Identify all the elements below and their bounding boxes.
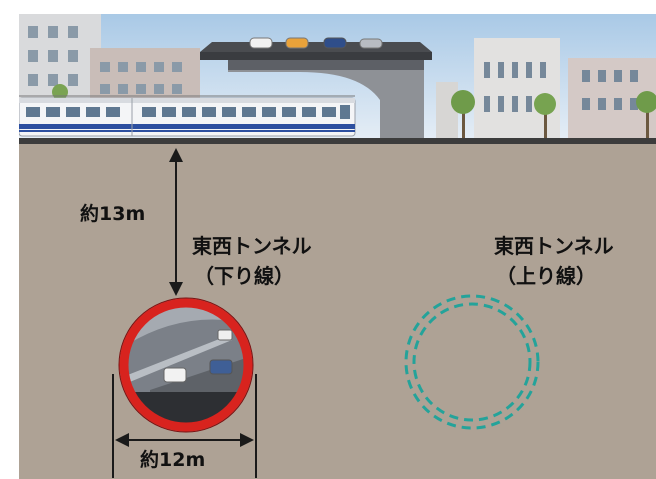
- buildings-left: [19, 14, 200, 114]
- car-icon: [249, 37, 383, 49]
- width-dimension: [112, 374, 257, 478]
- tree-icon: [52, 84, 656, 142]
- train-icon: [19, 95, 356, 137]
- down-tunnel-subtitle: （下り線）: [194, 264, 294, 288]
- up-tunnel-subtitle: （上り線）: [496, 264, 596, 288]
- tunnel-down-line: [118, 297, 254, 433]
- buildings-right: [436, 38, 656, 142]
- depth-label: 約13m: [80, 203, 146, 225]
- car-icon: [163, 329, 233, 383]
- tunnel-up-line-outline: [404, 294, 540, 430]
- ground-surface-line: [19, 138, 656, 144]
- double-arrow-icon: [169, 148, 183, 296]
- up-tunnel-title: 東西トンネル: [494, 234, 614, 258]
- down-tunnel-title: 東西トンネル: [192, 234, 312, 258]
- width-label: 約12m: [140, 449, 206, 471]
- tunnel-up-line-inner-outline: [412, 302, 532, 422]
- ground: [19, 142, 656, 479]
